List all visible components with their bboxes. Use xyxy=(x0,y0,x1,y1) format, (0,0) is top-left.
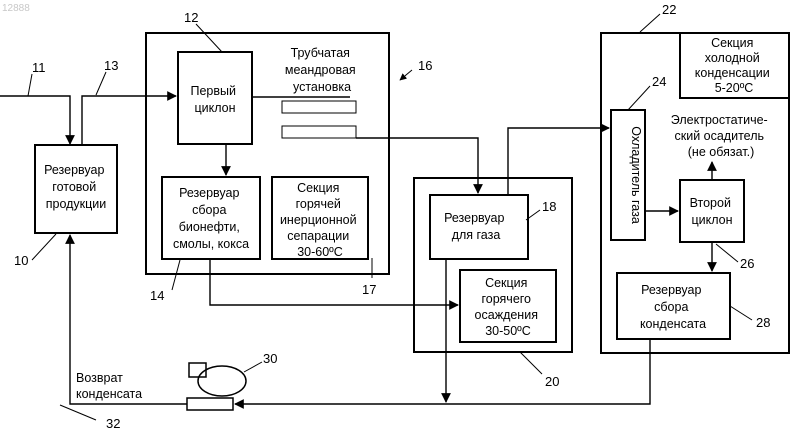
ref-24: 24 xyxy=(652,74,666,89)
ref-22: 22 xyxy=(662,2,676,17)
ref-20: 20 xyxy=(545,374,559,389)
ref-10: 10 xyxy=(14,253,28,268)
ref-32: 32 xyxy=(106,416,120,431)
ref-14: 14 xyxy=(150,288,164,303)
leader-13 xyxy=(96,72,106,95)
ref-28: 28 xyxy=(756,315,770,330)
leader-22 xyxy=(640,14,660,32)
ref-12: 12 xyxy=(184,10,198,25)
ref-13: 13 xyxy=(104,58,118,73)
flow-inlet-11 xyxy=(0,96,70,144)
leader-11 xyxy=(28,74,32,96)
label-tank-product: Резервуар готовой продукции xyxy=(44,163,108,211)
watermark: 12888 xyxy=(2,3,30,14)
leader-30 xyxy=(244,362,262,372)
first-cyclone xyxy=(178,52,252,144)
label-return-condensate: Возврат конденсата xyxy=(76,371,142,401)
pump-body xyxy=(198,366,246,396)
ref-30: 30 xyxy=(263,351,277,366)
ref-16: 16 xyxy=(418,58,432,73)
label-gas-cooler: Охладитель газа xyxy=(629,126,643,224)
leader-10 xyxy=(32,234,56,260)
ref-18: 18 xyxy=(542,199,556,214)
leader-16 xyxy=(400,70,412,80)
leader-32 xyxy=(60,405,96,420)
gas-tank xyxy=(430,195,528,259)
pump-pipe-segment xyxy=(187,398,233,410)
label-serpentine: Трубчатая меандровая установка xyxy=(285,46,359,94)
pump-motor-square xyxy=(189,363,206,377)
ref-26: 26 xyxy=(740,256,754,271)
leader-20 xyxy=(520,352,542,374)
second-cyclone xyxy=(680,180,744,242)
ref-11: 11 xyxy=(32,60,46,75)
ref-17: 17 xyxy=(362,282,376,297)
